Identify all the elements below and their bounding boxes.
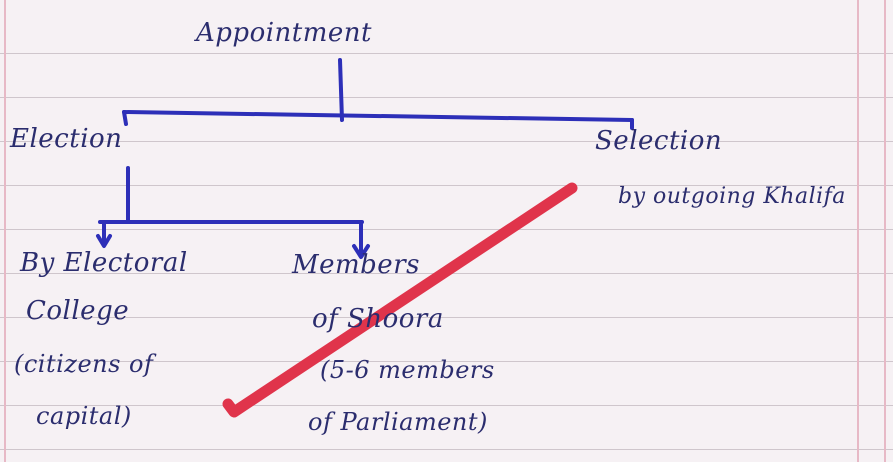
members-line-4: of Parliament) [308,408,488,436]
electoral-line-1: By Electoral [20,248,188,278]
members-line-3: (5-6 members [320,356,495,384]
root-crossbar [122,110,634,122]
members-line-1: Members [292,250,420,280]
red-check-mark [222,182,578,418]
election-drop [122,110,128,126]
selection-note: by outgoing Khalifa [618,184,846,209]
electoral-arrow [96,220,112,248]
electoral-line-2: College [26,296,130,326]
appointment-label: Appointment [196,18,372,48]
election-label: Election [10,124,123,154]
selection-label: Selection [595,126,723,156]
right-margin-line-2 [884,0,886,462]
electoral-line-3: (citizens of [14,350,154,378]
right-margin-line-1 [857,0,859,462]
electoral-line-4: capital) [36,402,132,430]
members-line-2: of Shoora [312,304,444,334]
members-arrow [352,220,370,259]
left-margin-line [4,0,6,462]
root-stem [338,58,344,122]
